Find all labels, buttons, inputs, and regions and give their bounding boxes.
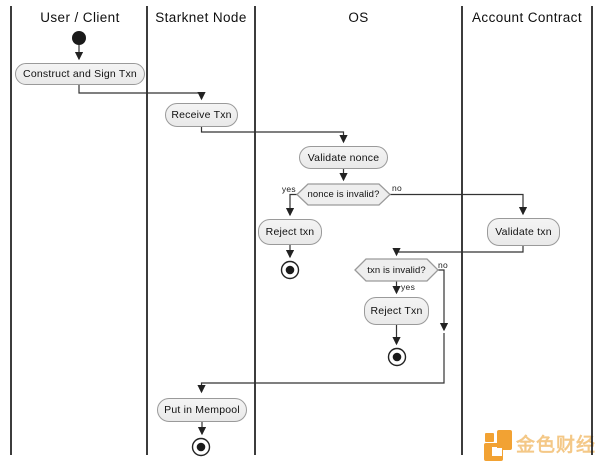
watermark-text: 金色财经: [516, 435, 597, 456]
activity-receive-txn: Receive Txn: [165, 103, 238, 127]
activity-reject-txn-os: Reject Txn: [364, 297, 429, 325]
lane-header-user-client: User / Client: [40, 10, 120, 25]
edge-label-txn-no: no: [438, 260, 449, 270]
lane-header-os: OS: [348, 10, 369, 25]
activity-validate-nonce: Validate nonce: [299, 146, 388, 169]
edge-label-txn-yes: yes: [401, 282, 416, 292]
watermark: 金色财经: [484, 430, 596, 462]
activity-validate-txn: Validate txn: [487, 218, 560, 246]
activity-reject-txn-nonce: Reject txn: [258, 219, 322, 245]
lane-header-starknet-node: Starknet Node: [155, 10, 247, 25]
activity-put-in-mempool: Put in Mempool: [157, 398, 247, 422]
decision-txn-invalid-label: txn is invalid?: [367, 264, 426, 276]
edge-label-nonce-no: no: [392, 183, 403, 193]
decision-nonce-invalid-label: nonce is invalid?: [307, 189, 380, 200]
golden-finance-logo-icon: [484, 430, 512, 461]
activity-construct-sign-txn: Construct and Sign Txn: [15, 63, 145, 85]
edge-label-nonce-yes: yes: [281, 184, 296, 194]
lane-header-account-contract: Account Contract: [472, 10, 582, 25]
